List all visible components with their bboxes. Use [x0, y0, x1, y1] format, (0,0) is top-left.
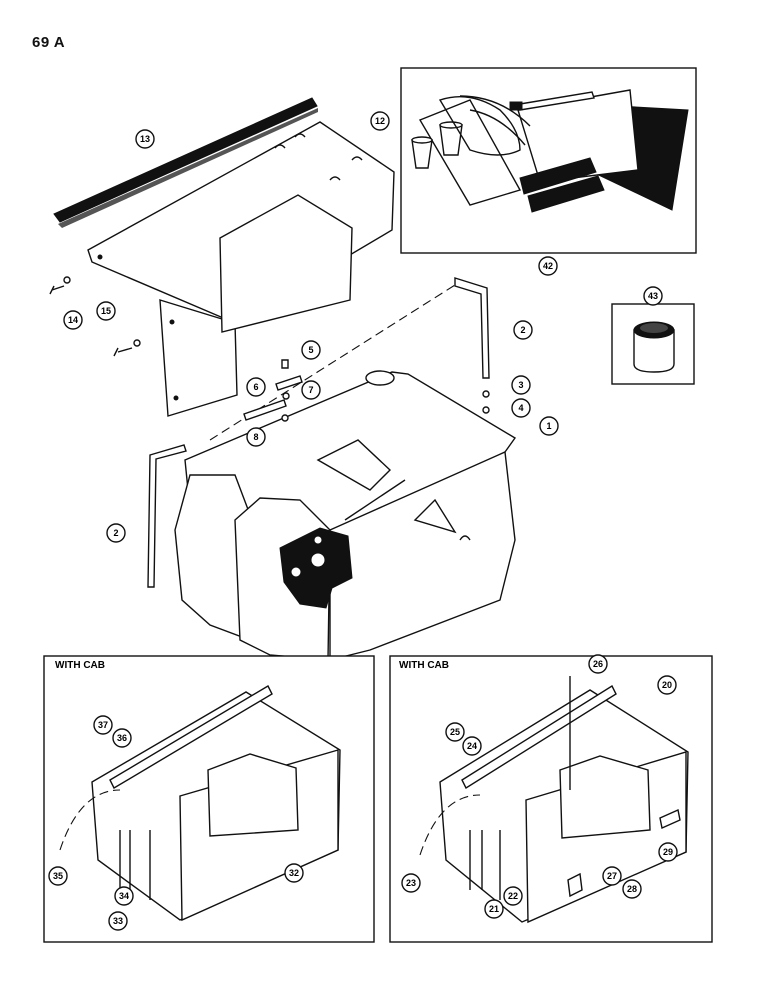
callout-13: 13	[135, 129, 155, 149]
svg-text:21: 21	[489, 904, 499, 914]
callout-26: 26	[588, 654, 608, 674]
callout-24: 24	[462, 736, 482, 756]
svg-text:27: 27	[607, 871, 617, 881]
svg-text:2: 2	[113, 528, 118, 538]
callout-5: 5	[301, 340, 321, 360]
svg-text:13: 13	[140, 134, 150, 144]
callout-6: 6	[246, 377, 266, 397]
callout-28: 28	[622, 879, 642, 899]
callout-25: 25	[445, 722, 465, 742]
callout-33: 33	[108, 911, 128, 931]
callout-37: 37	[93, 715, 113, 735]
callout-43: 43	[643, 286, 663, 306]
svg-text:26: 26	[593, 659, 603, 669]
left-panel-title: WITH CAB	[55, 660, 105, 671]
svg-text:6: 6	[253, 382, 258, 392]
callout-23: 23	[401, 873, 421, 893]
callout-4: 4	[511, 398, 531, 418]
with-cab-panel-left: WITH CAB	[43, 655, 375, 943]
svg-text:7: 7	[308, 385, 313, 395]
svg-text:23: 23	[406, 878, 416, 888]
callout-2: 2	[106, 523, 126, 543]
with-cab-panel-right: WITH CAB	[389, 655, 713, 943]
svg-text:29: 29	[663, 847, 673, 857]
callout-21: 21	[484, 899, 504, 919]
repair-kit-panel	[400, 67, 697, 254]
svg-text:8: 8	[253, 432, 258, 442]
strap-hardware	[243, 359, 490, 422]
svg-text:5: 5	[308, 345, 313, 355]
svg-text:3: 3	[518, 380, 523, 390]
callout-1: 1	[539, 416, 559, 436]
callout-32: 32	[284, 863, 304, 883]
svg-text:22: 22	[508, 891, 518, 901]
edge-trim-strip	[53, 97, 318, 228]
svg-text:12: 12	[375, 116, 385, 126]
callout-20: 20	[657, 675, 677, 695]
callout-34: 34	[114, 886, 134, 906]
callout-27: 27	[602, 866, 622, 886]
callout-12: 12	[370, 111, 390, 131]
callout-35: 35	[48, 866, 68, 886]
svg-text:35: 35	[53, 871, 63, 881]
svg-text:24: 24	[467, 741, 477, 751]
callout-22: 22	[503, 886, 523, 906]
callout-42: 42	[538, 256, 558, 276]
svg-text:28: 28	[627, 884, 637, 894]
svg-text:37: 37	[98, 720, 108, 730]
svg-text:34: 34	[119, 891, 129, 901]
shield-bolts	[49, 276, 141, 357]
svg-text:20: 20	[662, 680, 672, 690]
svg-text:43: 43	[648, 291, 658, 301]
right-panel-title: WITH CAB	[399, 660, 449, 671]
svg-text:15: 15	[101, 306, 111, 316]
callout-36: 36	[112, 728, 132, 748]
svg-text:14: 14	[68, 315, 78, 325]
svg-text:33: 33	[113, 916, 123, 926]
svg-text:25: 25	[450, 727, 460, 737]
sealant-can-panel	[611, 303, 695, 385]
fuel-tank	[174, 370, 517, 661]
svg-text:4: 4	[518, 403, 523, 413]
callout-2: 2	[513, 320, 533, 340]
callout-29: 29	[658, 842, 678, 862]
page-label: 69 A	[32, 34, 66, 51]
callout-8: 8	[246, 427, 266, 447]
svg-text:36: 36	[117, 733, 127, 743]
callout-15: 15	[96, 301, 116, 321]
svg-text:42: 42	[543, 261, 553, 271]
fuel-tank-shield	[87, 121, 395, 417]
svg-text:32: 32	[289, 868, 299, 878]
svg-text:2: 2	[520, 325, 525, 335]
callout-3: 3	[511, 375, 531, 395]
callout-14: 14	[63, 310, 83, 330]
callout-7: 7	[301, 380, 321, 400]
svg-text:1: 1	[546, 421, 551, 431]
